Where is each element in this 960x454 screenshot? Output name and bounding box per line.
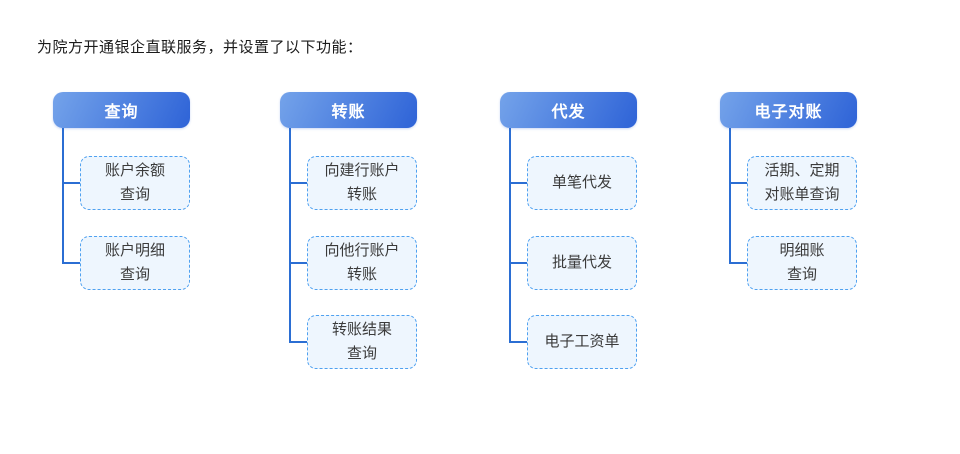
feature-group-agent-payment: 代发 单笔代发 批量代发 电子工资单 [500, 92, 690, 412]
connector-branch-line [729, 262, 748, 264]
connector-vertical-line [729, 128, 731, 263]
feature-item-label: 账户明细 [104, 242, 165, 259]
group-header-e-reconciliation: 电子对账 [720, 92, 857, 128]
connector-branch-line [509, 341, 528, 343]
feature-item-account-detail-inquiry: 账户明细 查询 [80, 236, 190, 290]
connector-branch-line [509, 182, 528, 184]
feature-item-label: 转账 [346, 266, 377, 283]
feature-item-batch-agent-payment: 批量代发 [527, 236, 637, 290]
feature-item-label: 账户余额 [104, 162, 165, 179]
feature-group-e-reconciliation: 电子对账 活期、定期 对账单查询 明细账 查询 [720, 92, 910, 412]
feature-item-label: 明细账 [779, 242, 825, 259]
feature-item-label: 查询 [119, 186, 150, 203]
connector-branch-line [289, 341, 308, 343]
feature-item-label: 批量代发 [551, 254, 612, 271]
feature-item-label: 向建行账户 [324, 162, 400, 179]
page-title: 为院方开通银企直联服务，并设置了以下功能： [37, 39, 363, 56]
group-header-inquiry: 查询 [53, 92, 190, 128]
connector-branch-line [289, 262, 308, 264]
feature-group-transfer: 转账 向建行账户 转账 向他行账户 转账 转账结果 查询 [280, 92, 470, 412]
feature-group-inquiry: 查询 账户余额 查询 账户明细 查询 [53, 92, 243, 412]
feature-item-current-fixed-statement-inquiry: 活期、定期 对账单查询 [747, 156, 857, 210]
connector-branch-line [729, 182, 748, 184]
feature-item-detail-ledger-inquiry: 明细账 查询 [747, 236, 857, 290]
connector-branch-line [509, 262, 528, 264]
connector-branch-line [62, 262, 81, 264]
feature-item-single-agent-payment: 单笔代发 [527, 156, 637, 210]
feature-item-transfer-result-inquiry: 转账结果 查询 [307, 315, 417, 369]
feature-item-label: 活期、定期 [764, 162, 840, 179]
feature-item-label: 转账 [346, 186, 377, 203]
feature-item-electronic-payslip: 电子工资单 [527, 315, 637, 369]
connector-vertical-line [509, 128, 511, 342]
connector-vertical-line [289, 128, 291, 342]
feature-item-label: 转账结果 [331, 321, 392, 338]
feature-item-label: 对账单查询 [764, 186, 840, 203]
group-header-agent-payment: 代发 [500, 92, 637, 128]
group-header-transfer: 转账 [280, 92, 417, 128]
feature-item-account-balance-inquiry: 账户余额 查询 [80, 156, 190, 210]
feature-item-label: 单笔代发 [551, 174, 612, 191]
connector-branch-line [289, 182, 308, 184]
feature-item-label: 查询 [786, 266, 817, 283]
feature-item-transfer-to-ccb-account: 向建行账户 转账 [307, 156, 417, 210]
feature-item-label: 查询 [346, 345, 377, 362]
feature-item-label: 查询 [119, 266, 150, 283]
feature-item-label: 电子工资单 [544, 333, 620, 350]
feature-item-label: 向他行账户 [324, 242, 400, 259]
connector-vertical-line [62, 128, 64, 263]
connector-branch-line [62, 182, 81, 184]
feature-item-transfer-to-other-bank-account: 向他行账户 转账 [307, 236, 417, 290]
